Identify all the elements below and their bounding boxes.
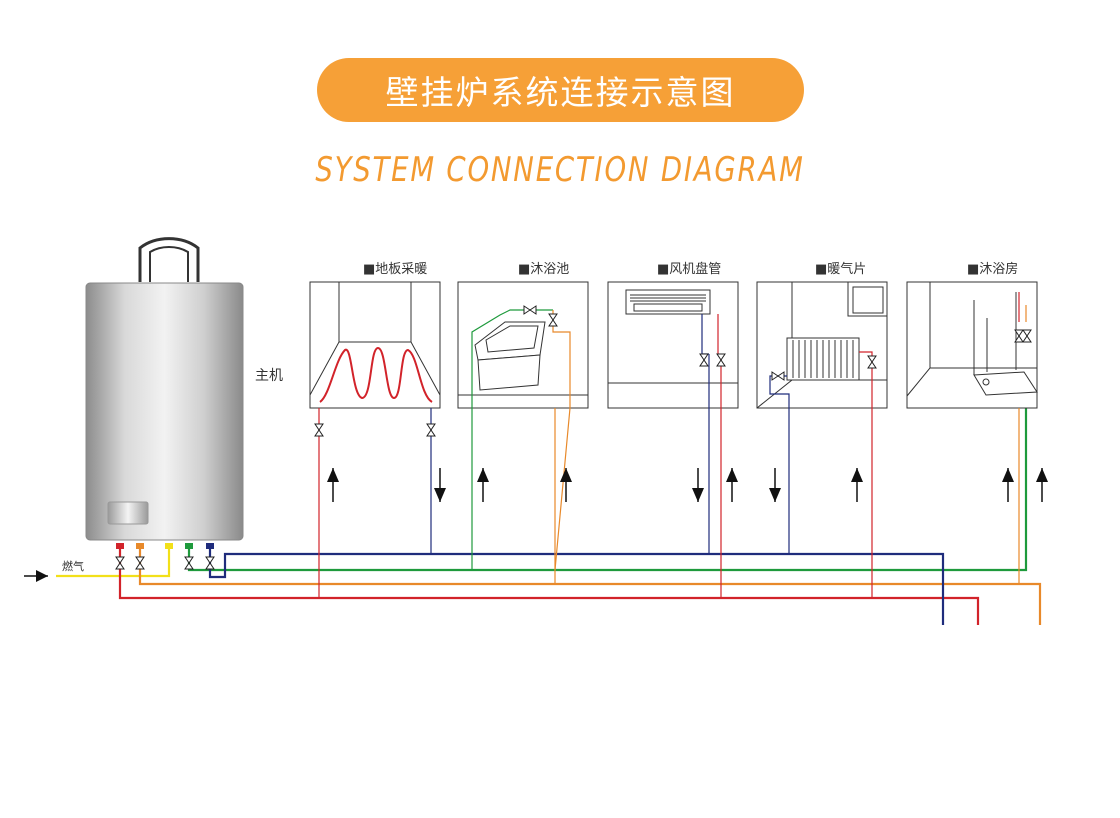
room-fan-coil bbox=[607, 281, 739, 598]
subtitle-text: SYSTEM CONNECTION DIAGRAM bbox=[315, 150, 805, 190]
boiler-label: 主机 bbox=[255, 368, 283, 384]
room-radiator bbox=[756, 281, 888, 598]
title-text: 壁挂炉系统连接示意图 bbox=[385, 73, 736, 112]
room-label-shower: ■沐浴房 bbox=[967, 261, 1018, 277]
room-bathtub bbox=[457, 281, 589, 584]
room-floor-heating bbox=[309, 281, 447, 598]
boiler bbox=[85, 237, 244, 541]
room-label-floor-heating: ■地板采暖 bbox=[363, 262, 427, 277]
gas-inlet bbox=[24, 549, 171, 582]
room-label-fan-coil: ■风机盘管 bbox=[657, 261, 721, 277]
main-pipes bbox=[118, 408, 1042, 625]
room-label-bathtub: ■沐浴池 bbox=[518, 262, 569, 277]
title-banner: 壁挂炉系统连接示意图 bbox=[317, 58, 804, 122]
room-shower bbox=[906, 281, 1049, 584]
gas-label: 燃气 bbox=[62, 559, 84, 573]
room-label-radiator: ■暖气片 bbox=[815, 261, 866, 277]
